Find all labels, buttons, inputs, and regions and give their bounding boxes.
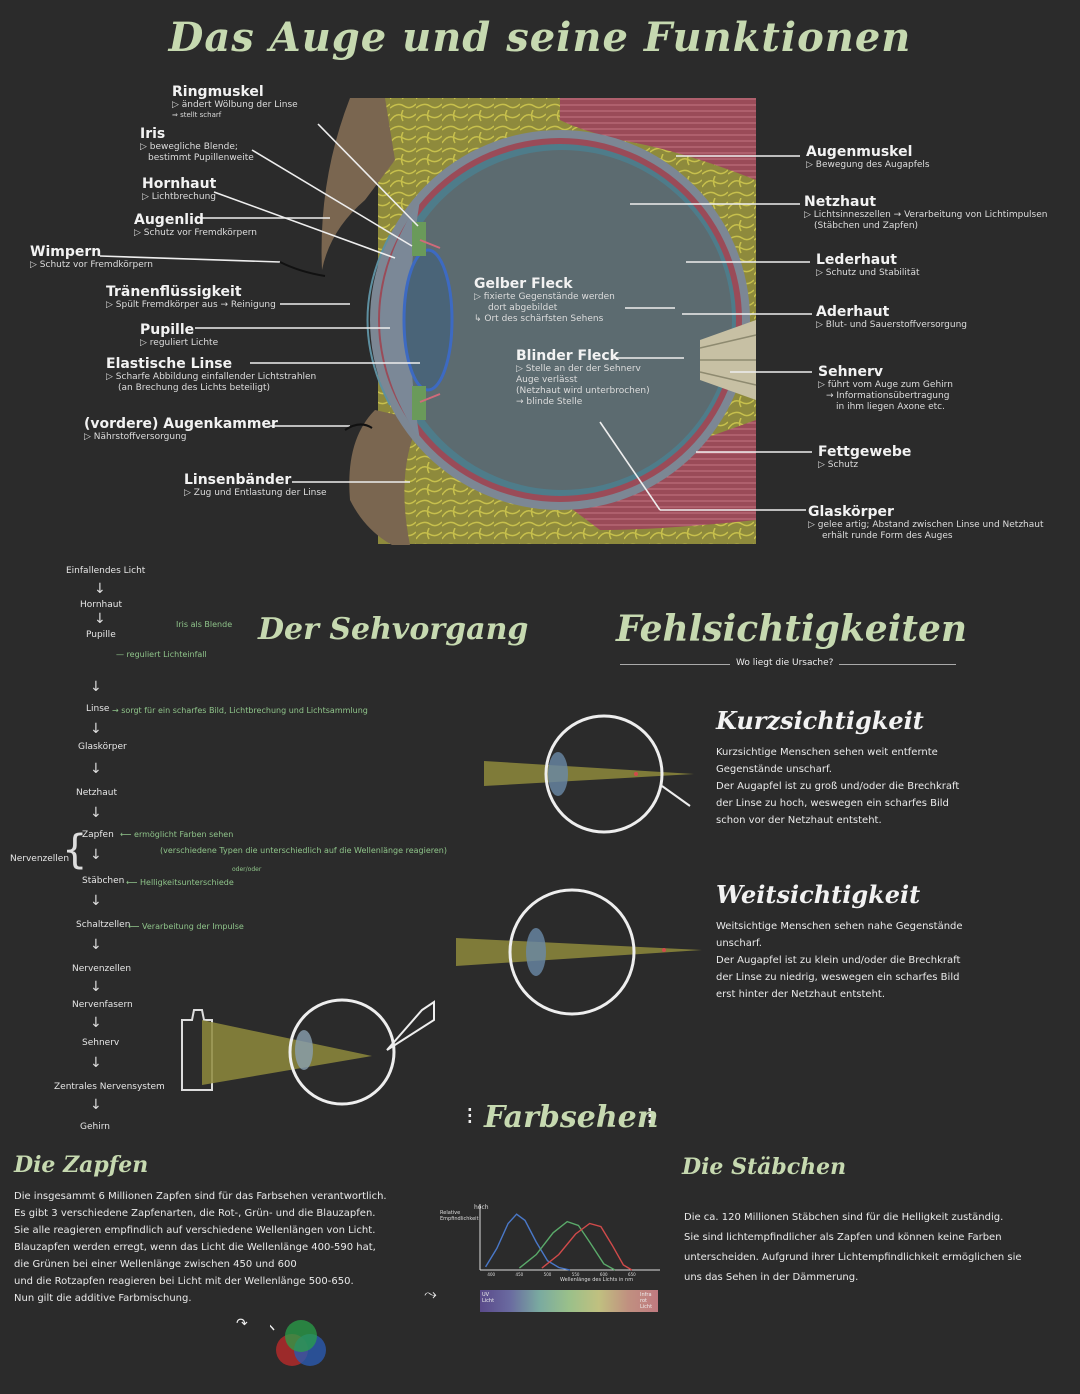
chart-ylabel-top: hoch: [474, 1204, 489, 1211]
note-linse: → sorgt für ein scharfes Bild, Lichtbrec…: [112, 706, 368, 715]
chart-tick-label-5: 650: [628, 1272, 636, 1277]
arrow-to-chart-icon: ⤳: [424, 1284, 437, 1303]
kurzsichtigkeit-eye: [484, 714, 694, 834]
step-staebchen: Stäbchen: [82, 876, 125, 886]
label-glaskoerper: Glaskörper ▷ gelee artig; Abstand zwisch…: [808, 504, 1044, 541]
label-fettgewebe: Fettgewebe ▷ Schutz: [818, 444, 912, 470]
sehvorgang-title: Der Sehvorgang: [258, 612, 529, 647]
chart-series-0: [485, 1213, 571, 1271]
step-glaskoerper: Glaskörper: [78, 742, 127, 752]
zapfen-text: Die insgesammt 6 Millionen Zapfen sind f…: [14, 1191, 387, 1304]
label-pupille: Pupille ▷ reguliert Lichte: [140, 322, 219, 348]
step-linse: Linse: [86, 704, 110, 714]
visible-spectrum-bar: [480, 1290, 658, 1312]
label-blinder-fleck: Blinder Fleck ▷ Stelle an der der Sehner…: [516, 348, 650, 407]
step-zns: Zentrales Nervensystem: [54, 1082, 165, 1092]
nervenzellen-side-label: Nervenzellen: [10, 854, 70, 864]
eye-anatomy-illustration: [99, 98, 812, 545]
label-linsenbaender: Linsenbänder ▷ Zug und Entlastung der Li…: [184, 472, 327, 498]
label-hornhaut: Hornhaut ▷ Lichtbrechung: [142, 176, 217, 202]
label-ringmuskel: Ringmuskel ▷ ändert Wölbung der Linse ⇒ …: [172, 84, 298, 119]
note-staebchen: ⟵ Helligkeitsunterschiede: [126, 878, 234, 887]
note-zapfen: ⟵ ermöglicht Farben sehen: [120, 830, 234, 839]
staebchen-text: Die ca. 120 Millionen Stäbchen sind für …: [684, 1212, 1022, 1283]
fehlsicht-subtitle: Wo liegt die Ursache?: [730, 658, 840, 668]
sehvorgang-eye-illustration: [181, 998, 435, 1106]
label-augenkammer: (vordere) Augenkammer ▷ Nährstoffversorg…: [84, 416, 278, 442]
label-wimpern: Wimpern ▷ Schutz vor Fremdkörpern: [30, 244, 153, 270]
note-pupille: — reguliert Lichteinfall: [116, 650, 207, 659]
spectrum-uv-label: UV Licht: [482, 1292, 495, 1304]
label-netzhaut: Netzhaut ▷ Lichtsinneszellen → Verarbeit…: [804, 194, 1048, 231]
chart-tick-label-3: 550: [572, 1272, 580, 1277]
label-traenenfluessigkeit: Tränenflüssigkeit ▷ Spült Fremdkörper au…: [106, 284, 276, 310]
chart-tick-label-0: 400: [487, 1272, 495, 1277]
chart-xlabel: Wellenlänge des Lichts in nm: [560, 1277, 634, 1283]
zapfen-title: Die Zapfen: [14, 1152, 149, 1178]
step-nervenfasern: Nervenfasern: [72, 1000, 133, 1010]
label-iris: Iris ▷ bewegliche Blende; bestimmt Pupil…: [140, 126, 254, 163]
chart-tick-label-4: 600: [600, 1272, 608, 1277]
kurzsichtigkeit-title: Kurzsichtigkeit: [716, 706, 924, 735]
weitsichtigkeit-text: Weitsichtige Menschen sehen nahe Gegenst…: [716, 921, 963, 1000]
label-aderhaut: Aderhaut ▷ Blut- und Sauerstoffversorgun…: [816, 304, 968, 330]
arrow-to-circles-icon: ↷: [236, 1316, 248, 1332]
label-augenmuskel: Augenmuskel ▷ Bewegung des Augapfels: [806, 144, 930, 170]
step-schaltzellen: Schaltzellen: [76, 920, 131, 930]
note-oder: oder/oder: [232, 866, 262, 873]
fehlsichtigkeiten-title: Fehlsichtigkeiten: [616, 608, 968, 650]
spectral-sensitivity-chart: 400 450 500 550 600 650: [479, 1204, 660, 1277]
step-gehirn: Gehirn: [80, 1122, 110, 1132]
label-lederhaut: Lederhaut ▷ Schutz und Stabilität: [816, 252, 920, 278]
kurzsichtigkeit-text: Kurzsichtige Menschen sehen weit entfern…: [716, 747, 960, 826]
label-elastische-linse: Elastische Linse ▷ Scharfe Abbildung ein…: [106, 356, 317, 393]
weitsichtigkeit-title: Weitsichtigkeit: [716, 880, 921, 909]
note-schaltzellen: ⟵ Verarbeitung der Impulse: [128, 922, 244, 931]
step-hornhaut: Hornhaut: [80, 600, 122, 610]
weitsichtigkeit-eye: [456, 888, 702, 1016]
step-netzhaut: Netzhaut: [76, 788, 117, 798]
label-sehnerv: Sehnerv ▷ führt vom Auge zum Gehirn → In…: [818, 364, 953, 412]
sparkle-right-icon: ⁝: [646, 1102, 654, 1130]
sparkle-left-icon: ⁝: [466, 1102, 474, 1130]
page-title: Das Auge und seine Funktionen: [168, 14, 912, 61]
farbsehen-title: Farbsehen: [484, 1100, 659, 1135]
chart-series-1: [518, 1220, 616, 1271]
label-augenlid: Augenlid ▷ Schutz vor Fremdkörpern: [134, 212, 257, 238]
chart-ylabel: Relative Empfindlichkeit: [440, 1210, 479, 1222]
chart-series-2: [541, 1222, 633, 1271]
note-iris: Iris als Blende: [176, 620, 233, 629]
staebchen-title: Die Stäbchen: [682, 1154, 847, 1180]
additive-color-mixing-icon: [270, 1320, 326, 1366]
sehvorgang-flow: Einfallendes Licht ↓ Hornhaut ↓ Pupille: [66, 566, 146, 640]
spectrum-ir-label: Infra rot Licht: [640, 1292, 653, 1310]
step-nervenzellen: Nervenzellen: [72, 964, 132, 974]
chart-tick-label-2: 500: [544, 1272, 552, 1277]
note-zapfen-detail: (verschiedene Typen die unterschiedlich …: [160, 846, 447, 855]
step-sehnerv: Sehnerv: [82, 1038, 120, 1048]
step-pupille: Pupille: [86, 630, 116, 640]
step-zapfen: Zapfen: [82, 830, 114, 840]
chart-tick-label-1: 450: [516, 1272, 524, 1277]
label-gelber-fleck: Gelber Fleck ▷ fixierte Gegenstände werd…: [474, 276, 615, 324]
step-licht: Einfallendes Licht: [66, 566, 146, 576]
